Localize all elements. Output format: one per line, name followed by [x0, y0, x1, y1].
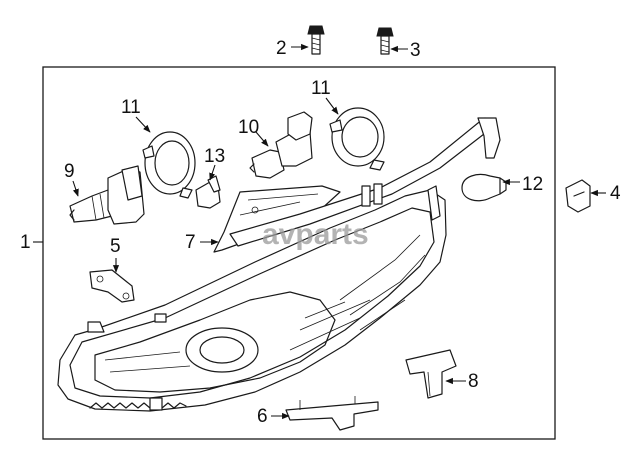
- part-4-clip: [565, 179, 591, 213]
- callout-11-left: 11: [121, 97, 141, 118]
- assembly-frame: [42, 66, 556, 440]
- watermark-logo: avparts: [262, 218, 369, 251]
- callout-1: 1: [20, 232, 31, 253]
- part-9-bulb: [69, 165, 145, 225]
- callout-3: 3: [410, 40, 421, 61]
- part-2-bolt: [307, 25, 325, 55]
- callout-12: 12: [522, 174, 543, 195]
- long-bracket-arm: [229, 117, 501, 247]
- part-13-small-bulb: [195, 175, 221, 209]
- part-5-bracket: [89, 269, 135, 303]
- callout-10: 10: [238, 117, 259, 138]
- callout-4: 4: [610, 183, 621, 204]
- part-12-bulb: [461, 173, 507, 202]
- callout-5: 5: [110, 236, 121, 257]
- callout-11-right: 11: [311, 78, 331, 99]
- callout-6: 6: [257, 406, 268, 427]
- callout-8: 8: [468, 371, 479, 392]
- part-6-rail: [285, 396, 379, 431]
- headlamp-housing: [57, 185, 447, 412]
- part-11-socket-right: [329, 107, 385, 171]
- callout-9: 9: [64, 161, 75, 182]
- part-11-socket-left: [142, 131, 196, 199]
- part-10-bulb: [249, 111, 313, 179]
- part-3-screw: [376, 27, 394, 55]
- callout-2: 2: [276, 38, 287, 59]
- part-8-bracket: [405, 349, 457, 399]
- callout-7: 7: [185, 232, 196, 253]
- leader-lines: [33, 43, 606, 420]
- callout-13: 13: [204, 146, 225, 167]
